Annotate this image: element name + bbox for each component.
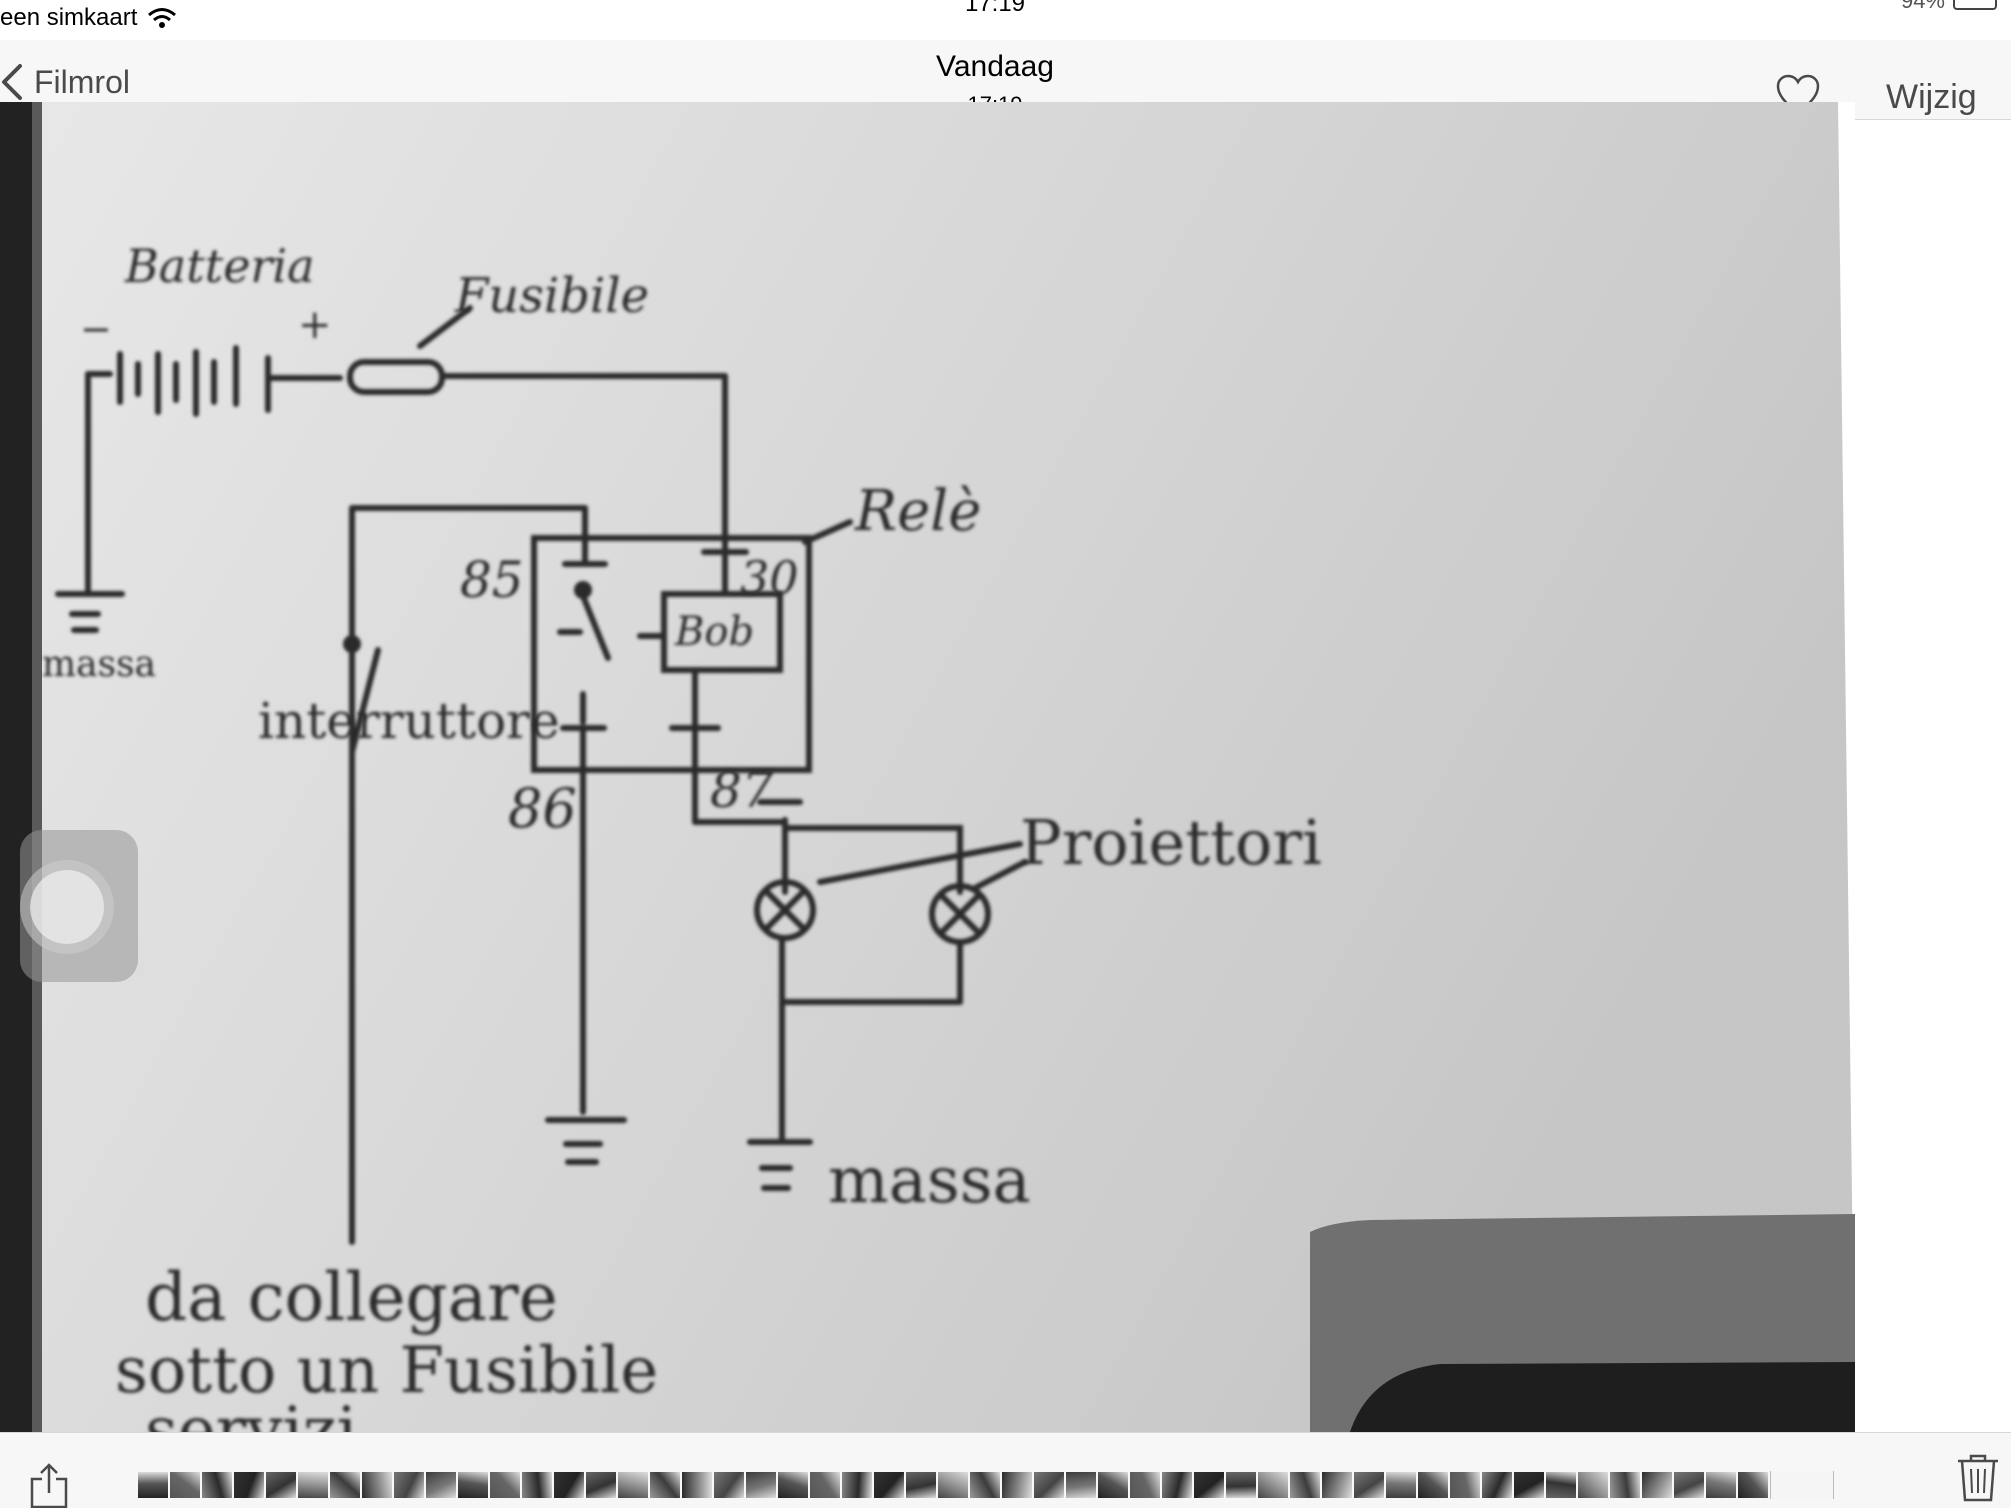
- thumbnail[interactable]: [1610, 1472, 1640, 1498]
- thumbnail[interactable]: [554, 1472, 584, 1498]
- label-pin-30: 30: [740, 551, 799, 605]
- back-button[interactable]: Filmrol: [0, 60, 130, 104]
- label-massa-bottom: massa: [828, 1144, 1031, 1218]
- thumbnail[interactable]: [1002, 1472, 1032, 1498]
- paper-background: [0, 102, 1855, 1432]
- thumbnail[interactable]: [842, 1472, 872, 1498]
- thumbnail[interactable]: [1514, 1472, 1544, 1498]
- label-batteria: Batteria: [124, 239, 315, 293]
- battery-percent: 94%: [1900, 0, 1945, 13]
- battery-icon: [1953, 0, 1997, 10]
- thumbnail[interactable]: [1642, 1472, 1672, 1498]
- label-pin-87: 87: [710, 761, 774, 819]
- thumbnail[interactable]: [1354, 1472, 1384, 1498]
- back-button-label: Filmrol: [34, 63, 130, 100]
- status-bar: een simkaart 17:19 94%: [0, 0, 2011, 40]
- label-massa-left: massa: [42, 644, 156, 685]
- label-fusibile: Fusibile: [454, 268, 649, 324]
- thumbnail[interactable]: [746, 1472, 776, 1498]
- thumbnail[interactable]: [170, 1472, 200, 1498]
- thumbnail-filmstrip[interactable]: [138, 1471, 1898, 1499]
- thumbnail[interactable]: [298, 1472, 328, 1498]
- thumbnail[interactable]: [1674, 1472, 1704, 1498]
- thumbnail[interactable]: [490, 1472, 520, 1498]
- heart-icon[interactable]: [1775, 74, 1821, 116]
- bottom-toolbar: [0, 1432, 2011, 1508]
- thumbnail[interactable]: [1258, 1472, 1288, 1498]
- thumbnail[interactable]: [618, 1472, 648, 1498]
- assistive-touch-dot: [30, 870, 104, 944]
- carrier-indicator: een simkaart: [0, 4, 177, 32]
- thumbnail[interactable]: [426, 1472, 456, 1498]
- thumbnail[interactable]: [1738, 1472, 1768, 1498]
- thumbnail[interactable]: [1482, 1472, 1512, 1498]
- thumbnail[interactable]: [778, 1472, 808, 1498]
- thumbnail[interactable]: [202, 1472, 232, 1498]
- label-coil: Bob: [674, 609, 754, 655]
- battery-indicator: 94%: [1901, 0, 1997, 14]
- thumbnail[interactable]: [394, 1472, 424, 1498]
- thumbnail[interactable]: [522, 1472, 552, 1498]
- thumbnail[interactable]: [1098, 1472, 1128, 1498]
- thumbnail[interactable]: [1322, 1472, 1352, 1498]
- thumbnail[interactable]: [714, 1472, 744, 1498]
- thumbnail[interactable]: [906, 1472, 936, 1498]
- photo-viewer[interactable]: Batteria Fusibile − + Relè 85 30 Bob 86 …: [0, 102, 1855, 1432]
- wifi-icon: [148, 8, 177, 28]
- thumbnail[interactable]: [330, 1472, 360, 1498]
- thumbnail[interactable]: [938, 1472, 968, 1498]
- trash-icon[interactable]: [1956, 1453, 2000, 1503]
- thumbnail[interactable]: [234, 1472, 264, 1498]
- carrier-label: een simkaart: [0, 4, 138, 31]
- label-note-line2: sotto un Fusibile: [115, 1334, 658, 1408]
- label-interruttore: interruttore: [258, 692, 560, 750]
- thumbnail[interactable]: [682, 1472, 712, 1498]
- thumbnail[interactable]: [1130, 1472, 1160, 1498]
- thumbnail[interactable]: [1290, 1472, 1320, 1498]
- thumbnail[interactable]: [1066, 1472, 1096, 1498]
- thumbnail[interactable]: [362, 1472, 392, 1498]
- status-time: 17:19: [964, 0, 1026, 17]
- label-proiettori: Proiettori: [1020, 806, 1322, 879]
- schematic-lines: [55, 305, 1028, 1245]
- svg-text:+: +: [298, 302, 332, 348]
- thumbnail[interactable]: [586, 1472, 616, 1498]
- thumbnail[interactable]: [810, 1472, 840, 1498]
- nav-title-date: Vandaag: [936, 50, 1054, 83]
- thumbnail[interactable]: [458, 1472, 488, 1498]
- thumbnail-current[interactable]: [1770, 1471, 1834, 1499]
- label-pin-85: 85: [460, 551, 524, 609]
- chevron-left-icon: [2, 64, 22, 100]
- thumbnail[interactable]: [970, 1472, 1000, 1498]
- thumbnail[interactable]: [1226, 1472, 1256, 1498]
- diagram-labels: Batteria Fusibile − + Relè 85 30 Bob 86 …: [42, 239, 1322, 1432]
- label-note-line3: servizi: [145, 1394, 357, 1432]
- thumbnail[interactable]: [1194, 1472, 1224, 1498]
- thumbnail[interactable]: [138, 1472, 168, 1498]
- wiring-diagram-photo: Batteria Fusibile − + Relè 85 30 Bob 86 …: [0, 102, 1855, 1432]
- thumbnail[interactable]: [1386, 1472, 1416, 1498]
- thumbnail[interactable]: [1162, 1472, 1192, 1498]
- thumbnail[interactable]: [650, 1472, 680, 1498]
- edit-button[interactable]: Wijzig: [1886, 78, 1977, 116]
- svg-text:−: −: [80, 307, 112, 351]
- label-note-line1: da collegare: [145, 1259, 558, 1336]
- thumbnail[interactable]: [1578, 1472, 1608, 1498]
- assistive-touch-button[interactable]: [20, 830, 138, 982]
- label-pin-86: 86: [508, 777, 577, 840]
- share-icon[interactable]: [28, 1463, 70, 1508]
- label-rele: Relè: [854, 479, 981, 544]
- thumbnail[interactable]: [1546, 1472, 1576, 1498]
- thumbnail[interactable]: [874, 1472, 904, 1498]
- thumbnail[interactable]: [1450, 1472, 1480, 1498]
- thumbnail[interactable]: [1706, 1472, 1736, 1498]
- thumbnail[interactable]: [1418, 1472, 1448, 1498]
- thumbnail[interactable]: [1034, 1472, 1064, 1498]
- thumbnail[interactable]: [266, 1472, 296, 1498]
